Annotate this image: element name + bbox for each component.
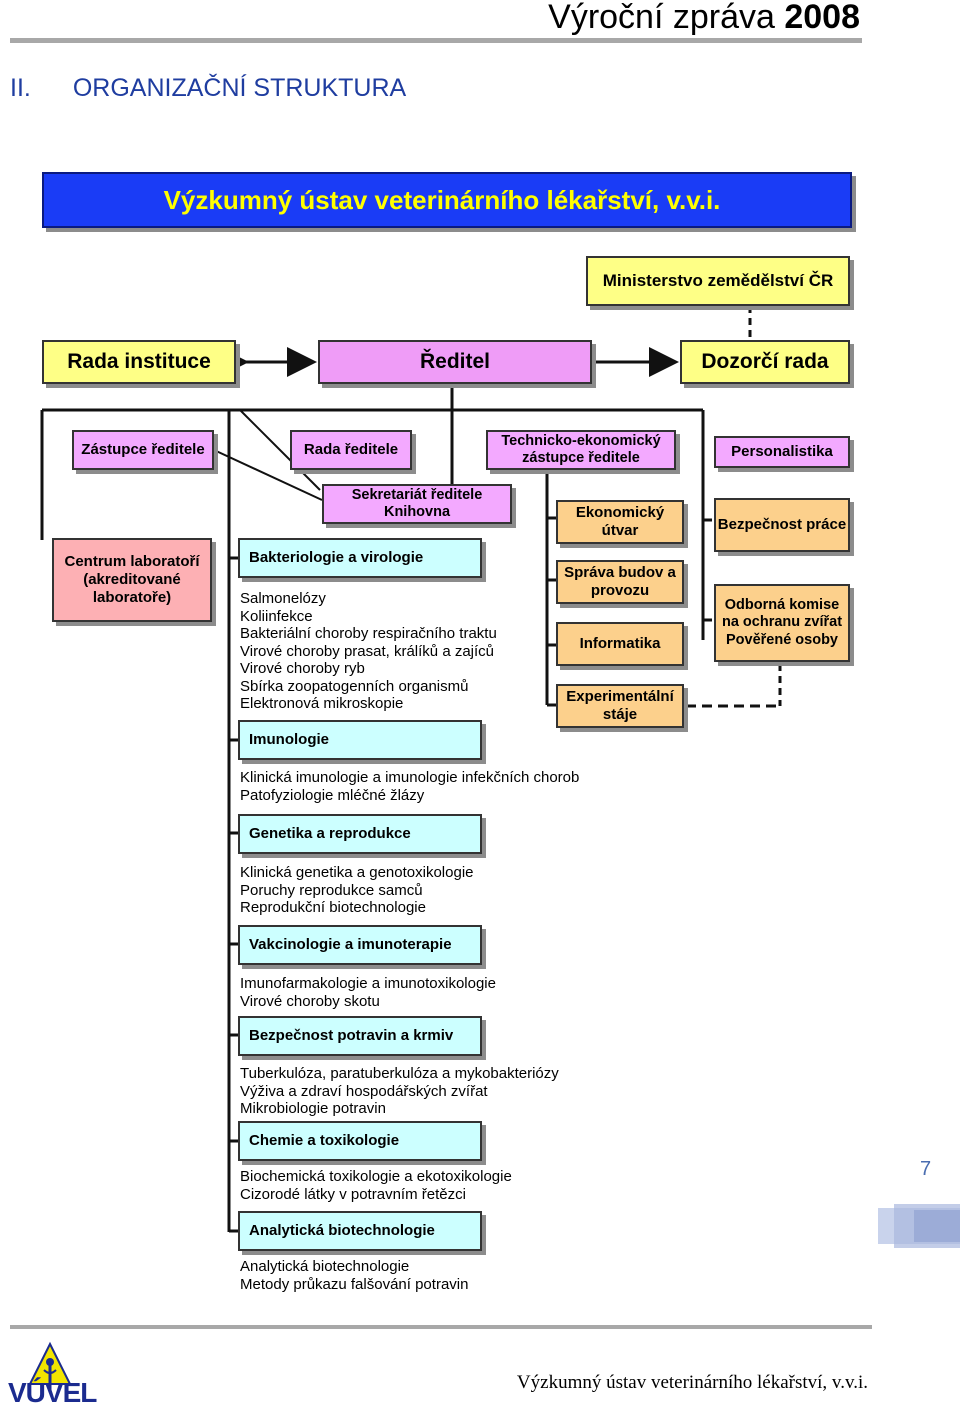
department-items: Tuberkulóza, paratuberkulóza a mykobakte…	[240, 1065, 559, 1118]
footer-rule	[10, 1325, 872, 1329]
department-items: Biochemická toxikologie a ekotoxikologie…	[240, 1168, 512, 1203]
tech-unit-it: Informatika	[556, 622, 684, 666]
work-safety-box: Bezpečnost práce	[714, 498, 850, 552]
department-item: Analytická biotechnologie	[240, 1258, 410, 1275]
tech-unit-label: Správa budov a provozu	[564, 564, 676, 599]
tech-unit-buildings: Správa budov a provozu	[556, 560, 684, 604]
council-box: Rada instituce	[42, 340, 236, 384]
report-title-text: Výroční zpráva	[548, 0, 775, 36]
department-label: Bakteriologie a virologie	[249, 549, 424, 566]
department-items: Klinická genetika a genotoxikologie Poru…	[240, 864, 474, 917]
department-items: Imunofarmakologie a imunotoxikologie Vir…	[240, 975, 496, 1010]
tech-deputy-label: Technicko-ekonomický zástupce ředitele	[501, 432, 661, 466]
department-box: Chemie a toxikologie	[238, 1121, 482, 1161]
department-item: Klinická imunologie a imunologie infekčn…	[240, 769, 580, 786]
department-item: Virové choroby ryb	[240, 660, 365, 677]
department-item: Výživa a zdraví hospodářských zvířat	[240, 1082, 488, 1100]
director-board-box: Rada ředitele	[290, 430, 412, 470]
director-board-label: Rada ředitele	[303, 441, 399, 458]
secretariat-box: Sekretariát ředitele Knihovna	[322, 484, 512, 524]
department-item: Imunofarmakologie a imunotoxikologie	[240, 975, 496, 992]
department-item: Metody průkazu falšování potravin	[240, 1275, 469, 1293]
department-item: Elektronová mikroskopie	[240, 695, 404, 712]
department-item: Virové choroby skotu	[240, 992, 380, 1010]
commission-box: Odborná komise na ochranu zvířat Pověřen…	[714, 584, 850, 662]
svg-text:VÚVEL: VÚVEL	[8, 1377, 97, 1406]
department-items: Salmonelózy Koliinfekce Bakteriální chor…	[240, 590, 497, 713]
department-item: Klinická genetika a genotoxikologie	[240, 864, 474, 881]
department-item: Biochemická toxikologie a ekotoxikologie	[240, 1168, 512, 1185]
director-box: Ředitel	[318, 340, 592, 384]
page-tab-decoration	[878, 1204, 960, 1248]
department-box: Bezpečnost potravin a krmiv	[238, 1016, 482, 1056]
department-item: Cizorodé látky v potravním řetězci	[240, 1185, 466, 1203]
page-number: 7	[920, 1158, 932, 1180]
secretariat-label: Sekretariát ředitele Knihovna	[351, 486, 483, 520]
department-item: Patofyziologie mléčné žlázy	[240, 786, 425, 804]
department-item: Virové choroby prasat, králíků a zajíců	[240, 642, 495, 660]
department-label: Imunologie	[249, 731, 329, 748]
lab-center-box: Centrum laboratoří (akreditované laborat…	[52, 538, 212, 622]
hr-label: Personalistika	[731, 443, 833, 460]
lab-center-label: Centrum laboratoří (akreditované laborat…	[64, 553, 200, 606]
department-item: Poruchy reprodukce samců	[240, 881, 423, 899]
department-label: Genetika a reprodukce	[249, 825, 411, 842]
report-title: Výroční zpráva 2008	[548, 0, 860, 37]
institute-banner: Výzkumný ústav veterinárního lékařství, …	[42, 172, 852, 228]
tech-unit-label: Experimentální stáje	[566, 688, 674, 723]
council-label: Rada instituce	[67, 350, 211, 374]
department-label: Chemie a toxikologie	[249, 1132, 400, 1149]
department-label: Vakcinologie a imunoterapie	[249, 936, 452, 953]
department-box: Imunologie	[238, 720, 482, 760]
deputy-label: Zástupce ředitele	[81, 441, 205, 458]
vuvel-logo: VÚVEL	[8, 1341, 98, 1406]
supervisory-box: Dozorčí rada	[680, 340, 850, 384]
department-item: Koliinfekce	[240, 607, 313, 625]
footer-institute: Výzkumný ústav veterinárního lékařství, …	[516, 1372, 868, 1393]
tech-unit-stables: Experimentální stáje	[556, 684, 684, 728]
board-link	[239, 409, 321, 491]
banner-title: Výzkumný ústav veterinárního lékařství, …	[163, 184, 721, 215]
section-title: ORGANIZAČNÍ STRUKTURA	[72, 74, 407, 102]
header-rule	[10, 38, 862, 43]
ministry-label: Ministerstvo zemědělství ČR	[602, 270, 834, 290]
hr-box: Personalistika	[714, 436, 850, 468]
supervisory-label: Dozorčí rada	[701, 350, 829, 374]
director-label: Ředitel	[419, 350, 490, 374]
report-year: 2008	[784, 0, 860, 36]
department-box: Analytická biotechnologie	[238, 1211, 482, 1251]
commission-label: Odborná komise na ochranu zvířat Pověřen…	[721, 596, 843, 648]
department-item: Mikrobiologie potravin	[240, 1100, 386, 1117]
department-box: Genetika a reprodukce	[238, 814, 482, 854]
department-label: Bezpečnost potravin a krmiv	[249, 1027, 454, 1044]
department-item: Tuberkulóza, paratuberkulóza a mykobakte…	[240, 1065, 559, 1082]
department-item: Sbírka zoopatogenních organismů	[240, 677, 469, 695]
tech-unit-economic: Ekonomický útvar	[556, 500, 684, 544]
department-box: Vakcinologie a imunoterapie	[238, 925, 482, 965]
department-items: Analytická biotechnologie Metody průkazu…	[240, 1258, 468, 1293]
department-items: Klinická imunologie a imunologie infekčn…	[240, 769, 579, 804]
tech-deputy-box: Technicko-ekonomický zástupce ředitele	[486, 430, 676, 470]
tech-unit-label: Ekonomický útvar	[575, 504, 665, 539]
tech-unit-label: Informatika	[579, 635, 661, 652]
department-item: Bakteriální choroby respiračního traktu	[240, 625, 497, 642]
department-label: Analytická biotechnologie	[249, 1222, 435, 1239]
deputy-box: Zástupce ředitele	[72, 430, 214, 470]
work-safety-label: Bezpečnost práce	[717, 516, 847, 533]
ministry-box: Ministerstvo zemědělství ČR	[586, 256, 850, 306]
department-box: Bakteriologie a virologie	[238, 538, 482, 578]
department-item: Reprodukční biotechnologie	[240, 899, 426, 916]
section-number: II.	[10, 74, 31, 102]
section-heading: II. ORGANIZAČNÍ STRUKTURA	[10, 74, 406, 103]
deputy-link	[213, 449, 323, 501]
department-item: Salmonelózy	[240, 590, 326, 607]
